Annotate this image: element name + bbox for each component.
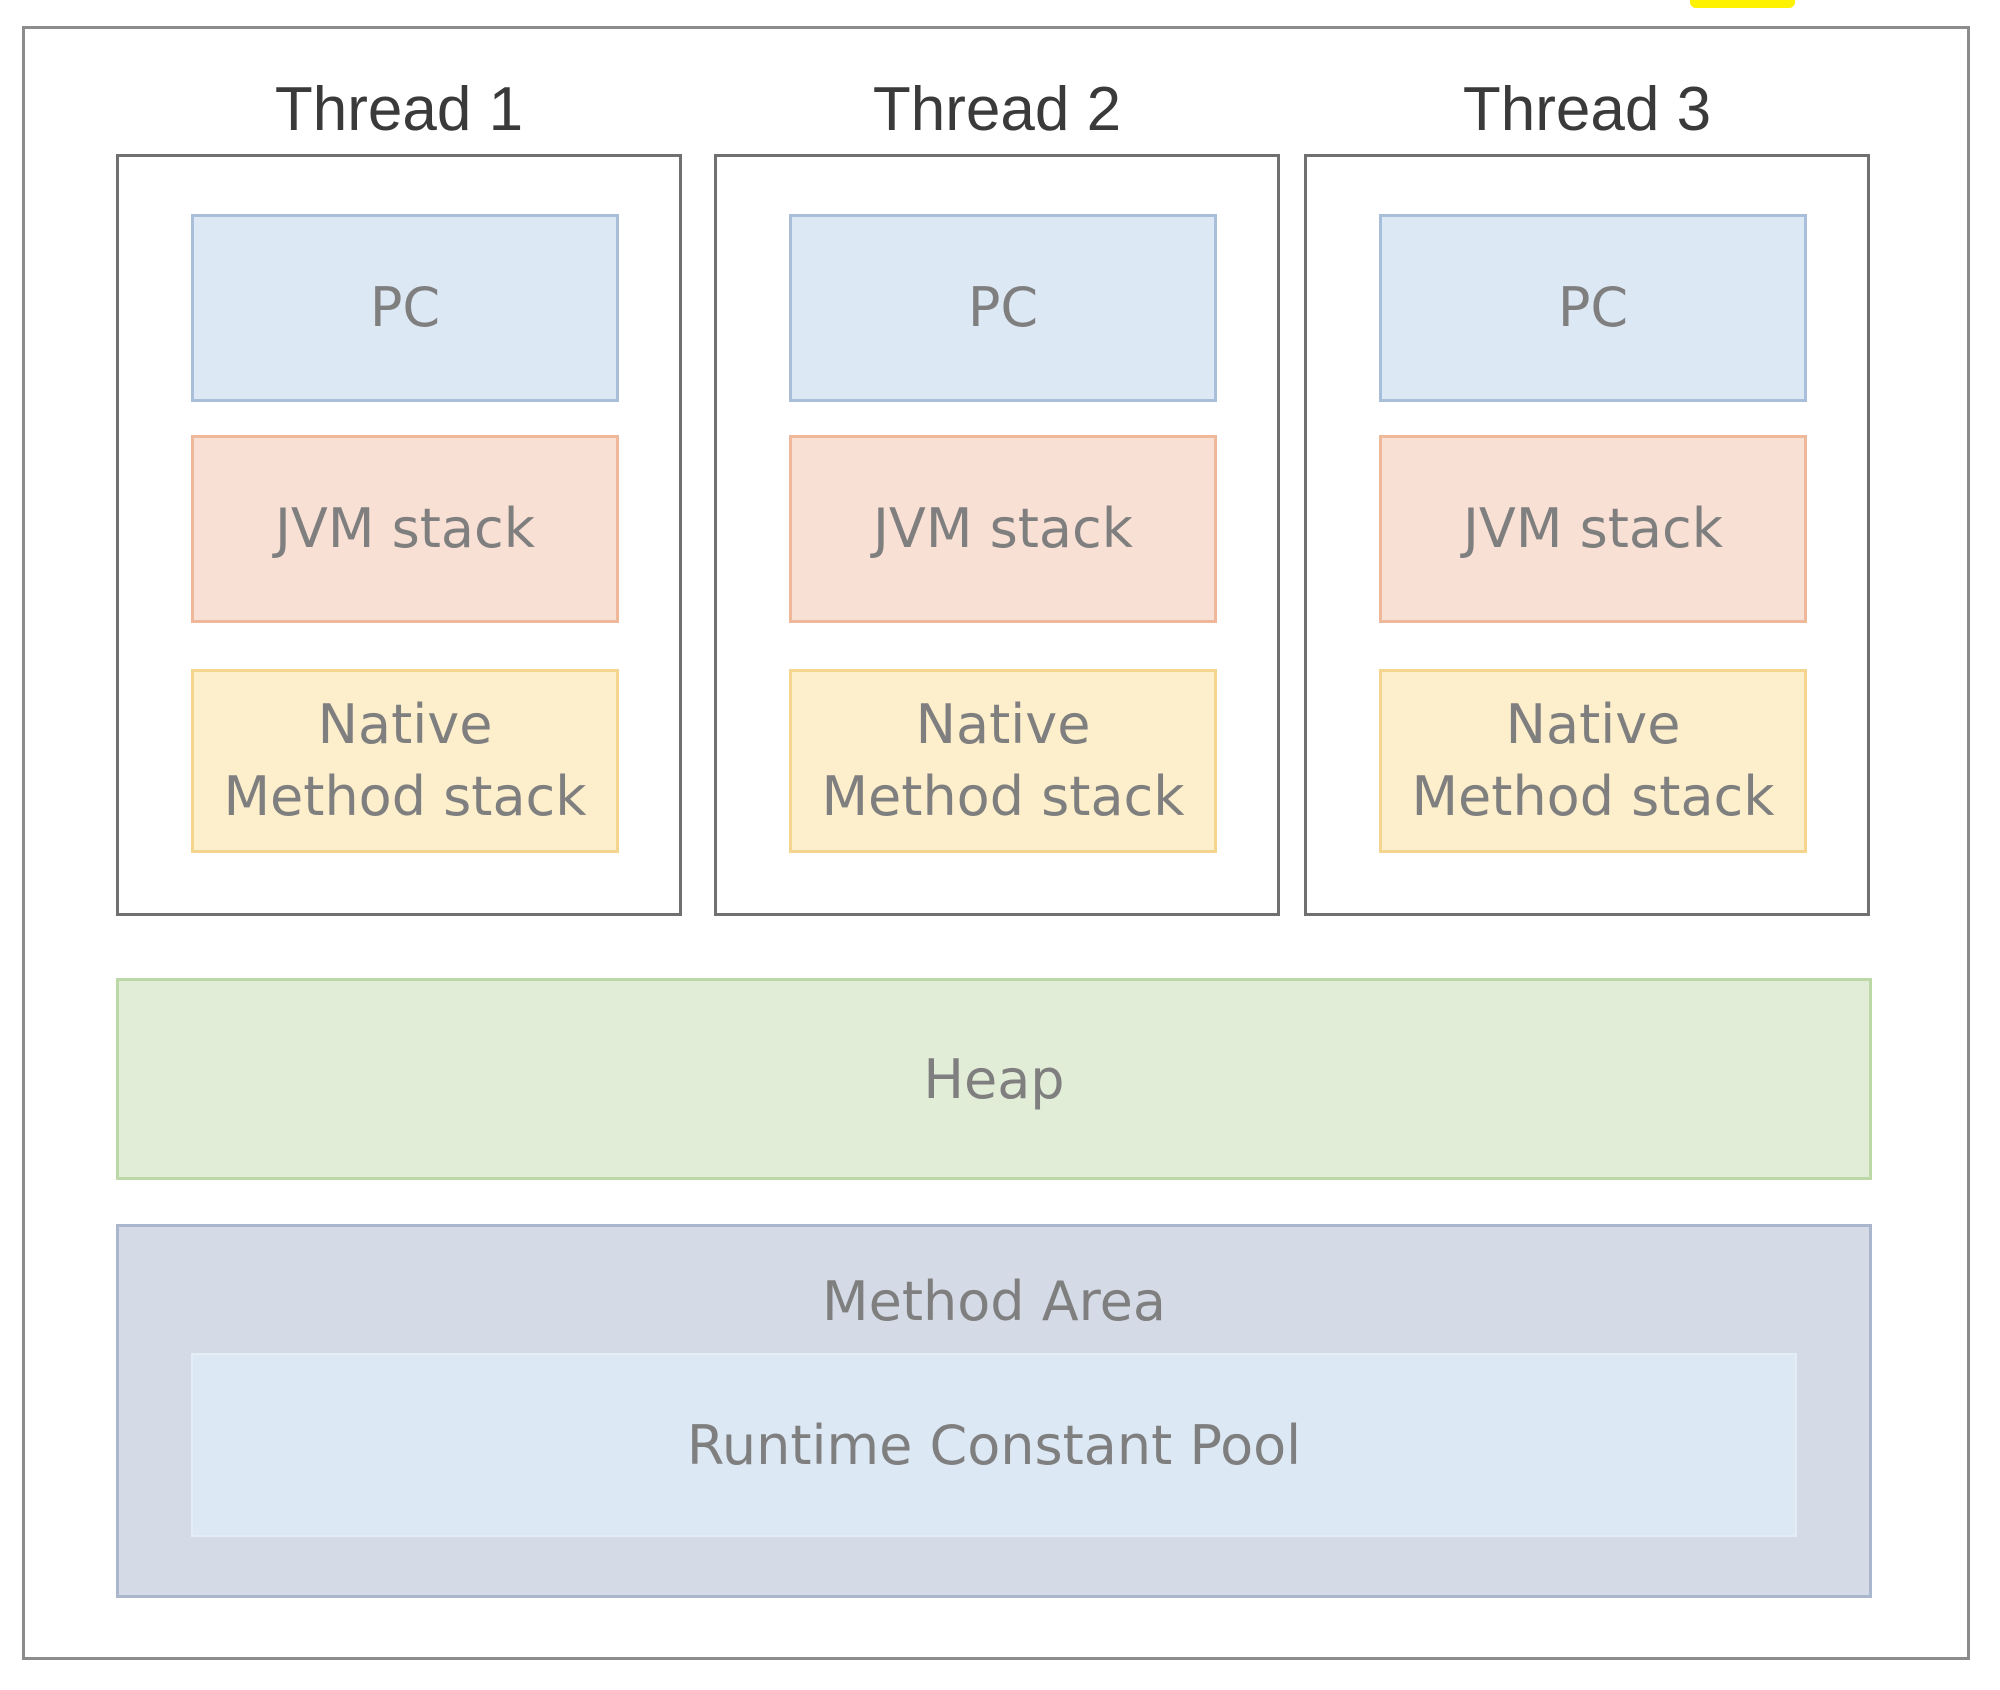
- thread-2-jvm-stack: JVM stack: [789, 435, 1217, 623]
- runtime-constant-pool-block: Runtime Constant Pool: [191, 1353, 1797, 1537]
- thread-3-jvm-stack: JVM stack: [1379, 435, 1807, 623]
- thread-1-title: Thread 1: [274, 75, 524, 144]
- thread-1-native-method-stack: Native Method stack: [191, 669, 619, 853]
- runtime-constant-pool-label: Runtime Constant Pool: [686, 1413, 1302, 1477]
- thread-2-title: Thread 2: [872, 75, 1122, 144]
- thread-3-native-method-stack: Native Method stack: [1379, 669, 1807, 853]
- thread-1-box: PC JVM stack Native Method stack: [116, 154, 682, 916]
- thread-2-native-method-stack: Native Method stack: [789, 669, 1217, 853]
- thread-3-title: Thread 3: [1462, 75, 1712, 144]
- method-area-block: Method Area Runtime Constant Pool: [116, 1224, 1872, 1598]
- thread-2-box: PC JVM stack Native Method stack: [714, 154, 1280, 916]
- heap-block: Heap: [116, 978, 1872, 1180]
- method-area-label: Method Area: [822, 1270, 1166, 1333]
- thread-3-pc: PC: [1379, 214, 1807, 402]
- thread-3-box: PC JVM stack Native Method stack: [1304, 154, 1870, 916]
- thread-1-jvm-stack: JVM stack: [191, 435, 619, 623]
- thread-1-pc: PC: [191, 214, 619, 402]
- thread-2-pc: PC: [789, 214, 1217, 402]
- highlight-mark: [1690, 0, 1795, 8]
- heap-label: Heap: [923, 1047, 1065, 1111]
